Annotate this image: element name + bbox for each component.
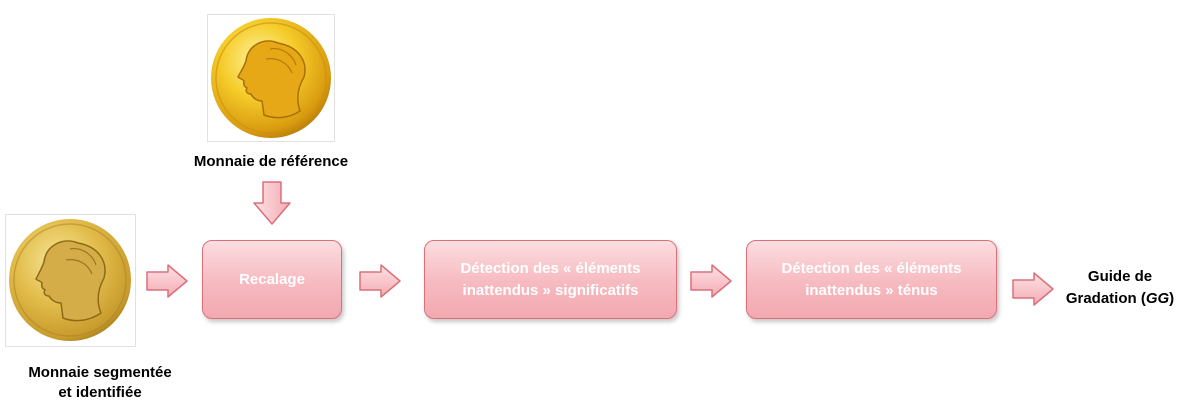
- step-subtle-detection-line2: inattendus » ténus: [805, 281, 938, 299]
- down-arrow-icon: [253, 181, 291, 225]
- segmented-coin-image: [5, 214, 136, 347]
- right-arrow-icon: [359, 264, 401, 298]
- output-label-line2-suffix: ): [1169, 290, 1175, 307]
- output-label-line2-prefix: Gradation (: [1065, 290, 1146, 307]
- output-label: Guide de Gradation (GG): [1050, 266, 1190, 310]
- step-significant-detection-line1: Détection des « éléments: [460, 259, 641, 277]
- step-recalage-label: Recalage: [239, 270, 305, 288]
- output-label-line2-italic: GG: [1145, 290, 1170, 307]
- step-subtle-detection: Détection des « éléments inattendus » té…: [746, 240, 997, 319]
- reference-coin-label: Monnaie de référence: [193, 153, 349, 170]
- reference-coin-image: [207, 14, 335, 142]
- step-significant-detection: Détection des « éléments inattendus » si…: [424, 240, 677, 319]
- output-label-line1: Guide de: [1087, 268, 1153, 285]
- right-arrow-icon: [690, 264, 732, 298]
- step-significant-detection-line2: inattendus » significatifs: [462, 281, 639, 299]
- right-arrow-icon: [1012, 272, 1054, 306]
- segmented-coin-label-line1: Monnaie segmentée: [28, 364, 172, 381]
- step-subtle-detection-line1: Détection des « éléments: [781, 259, 962, 277]
- segmented-coin-label: Monnaie segmentée et identifiée: [0, 363, 200, 403]
- right-arrow-icon: [146, 264, 188, 298]
- segmented-coin-label-line2: et identifiée: [58, 384, 142, 401]
- step-recalage: Recalage: [202, 240, 342, 319]
